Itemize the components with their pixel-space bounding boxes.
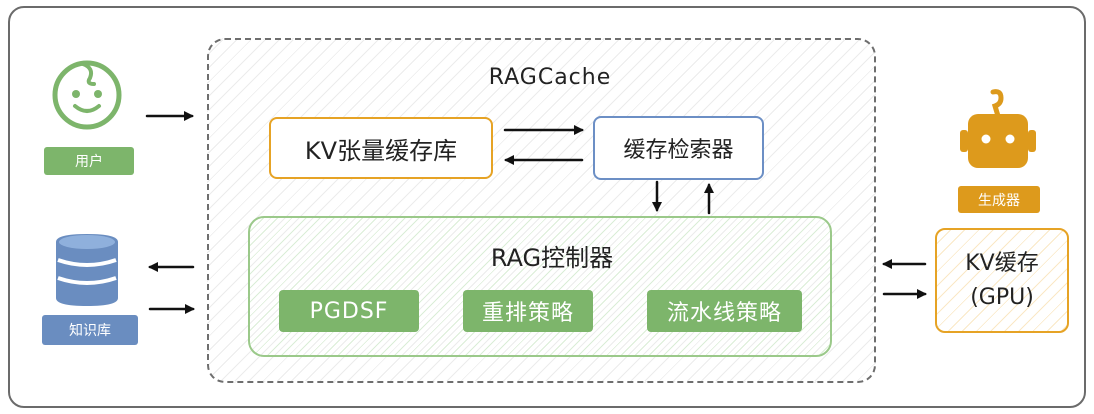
- database-icon: [56, 234, 118, 306]
- user-icon: [52, 60, 122, 130]
- policy-pgdsf: PGDSF: [279, 290, 419, 332]
- user-label: 用户: [44, 147, 134, 175]
- kv-cache-gpu-line1: KV缓存: [965, 250, 1039, 276]
- robot-icon: [960, 89, 1036, 168]
- generator-label: 生成器: [958, 186, 1040, 213]
- policy-rerank: 重排策略: [463, 290, 593, 332]
- kv-tensor-store: KV张量缓存库: [269, 117, 493, 179]
- policy-pipeline: 流水线策略: [647, 290, 802, 332]
- rag-controller-title: RAG控制器: [490, 243, 614, 272]
- rag-controller: [248, 216, 832, 357]
- ragcache-title: RAGCache: [488, 64, 612, 90]
- kv-cache-gpu-line2: (GPU): [970, 284, 1034, 310]
- knowledge-base-label: 知识库: [42, 315, 138, 345]
- kv-cache-gpu: KV缓存 (GPU): [935, 228, 1069, 333]
- cache-retriever: 缓存检索器: [593, 116, 764, 180]
- outer-frame: [8, 6, 1086, 408]
